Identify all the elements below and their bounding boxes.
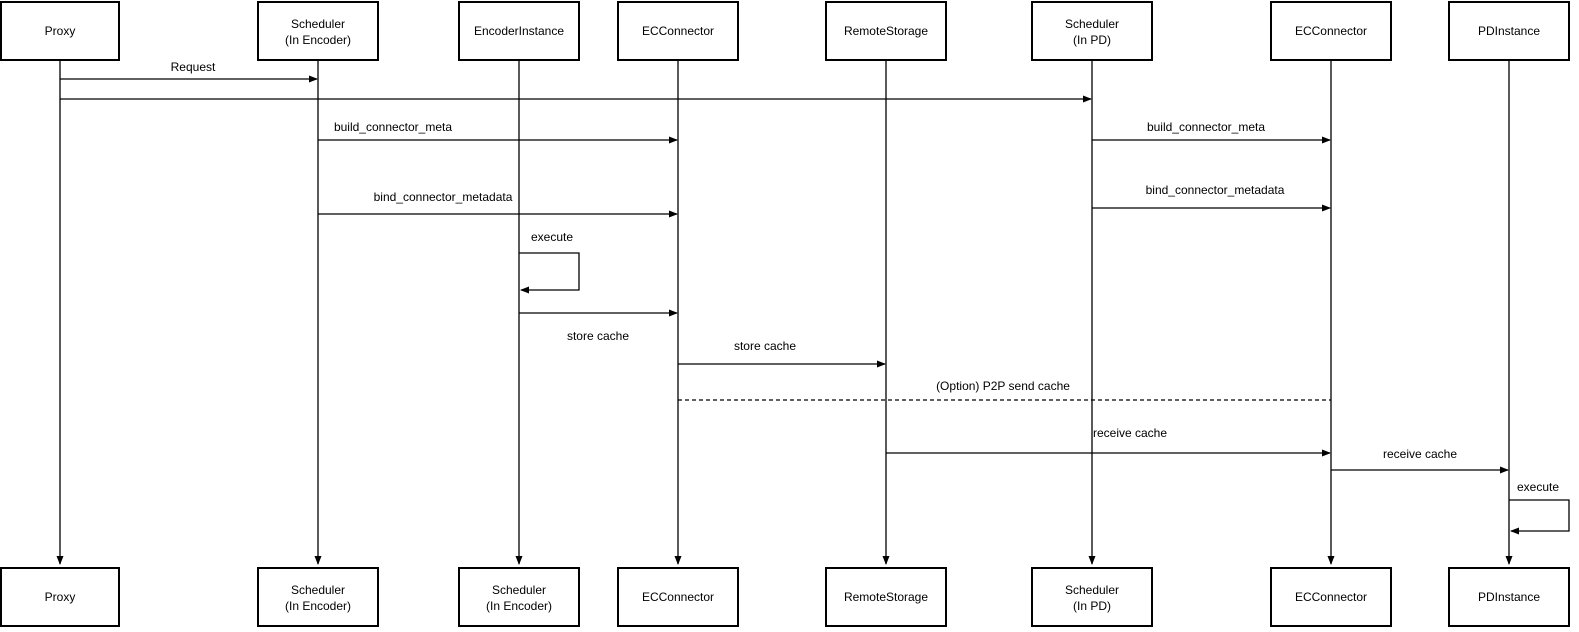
message-label: store cache	[567, 329, 629, 343]
message-label: build_connector_meta	[334, 120, 452, 134]
message-label: Request	[171, 60, 216, 74]
actor-label: RemoteStorage	[844, 24, 928, 38]
message-label: build_connector_meta	[1147, 120, 1265, 134]
actor-box	[458, 1, 580, 61]
actor-bottom-scheduler-pd: Scheduler (In PD)	[1031, 567, 1153, 627]
actors-top: Proxy Scheduler (In Encoder) EncoderInst…	[0, 1, 1570, 61]
message-label: bind_connector_metadata	[374, 190, 513, 204]
messages: Request build_connector_meta build_conne…	[60, 60, 1570, 535]
actor-top-encoder-instance: EncoderInstance	[458, 1, 580, 61]
message-p2p-send-cache: (Option) P2P send cache	[678, 379, 1331, 401]
actor-box	[0, 567, 120, 627]
actor-top-scheduler-encoder: Scheduler (In Encoder)	[257, 1, 379, 61]
actor-top-pd-instance: PDInstance	[1448, 1, 1570, 61]
message-request: Request	[60, 60, 318, 83]
message-execute-encoder-self-loop: execute	[519, 230, 580, 294]
actor-box	[257, 1, 379, 61]
actor-box	[1270, 567, 1392, 627]
message-store-cache-remote: store cache	[678, 339, 886, 368]
actor-top-ec-connector-pd: ECConnector	[1270, 1, 1392, 61]
actor-box	[257, 567, 379, 627]
actor-box	[1031, 567, 1153, 627]
actor-label-line2: (In PD)	[1073, 599, 1111, 613]
actor-label: ECConnector	[1295, 24, 1367, 38]
actor-label-line2: (In PD)	[1073, 33, 1111, 47]
lifelines	[56, 60, 1513, 565]
actor-label: ECConnector	[642, 590, 714, 604]
actor-label-line2: (In Encoder)	[285, 33, 351, 47]
self-loop-arrow	[1509, 499, 1570, 535]
actor-bottom-remote-storage: RemoteStorage	[825, 567, 947, 627]
actor-label-line1: Scheduler	[1065, 583, 1119, 597]
actor-label: PDInstance	[1478, 24, 1540, 38]
message-label: execute	[1517, 480, 1559, 494]
actor-box	[825, 1, 947, 61]
actor-label-line1: Scheduler	[291, 583, 345, 597]
actor-box	[1031, 1, 1153, 61]
message-label: store cache	[734, 339, 796, 353]
actor-label-line1: Scheduler	[492, 583, 546, 597]
message-receive-cache-pd: receive cache	[1331, 447, 1509, 474]
message-build-connector-meta-pd: build_connector_meta	[1092, 120, 1331, 144]
actor-box	[458, 567, 580, 627]
message-label: receive cache	[1383, 447, 1457, 461]
message-bind-connector-metadata-pd: bind_connector_metadata	[1092, 183, 1331, 212]
actor-top-proxy: Proxy	[0, 1, 120, 61]
actor-label: PDInstance	[1478, 590, 1540, 604]
actor-box	[825, 567, 947, 627]
message-bind-connector-metadata-encoder: bind_connector_metadata	[318, 190, 678, 218]
actor-bottom-pd-instance: PDInstance	[1448, 567, 1570, 627]
actor-label-line1: Scheduler	[1065, 17, 1119, 31]
actor-label: ECConnector	[1295, 590, 1367, 604]
actor-label-line1: Scheduler	[291, 17, 345, 31]
message-label: (Option) P2P send cache	[936, 379, 1070, 393]
actor-label: RemoteStorage	[844, 590, 928, 604]
message-label: execute	[531, 230, 573, 244]
message-execute-pd-self-loop: execute	[1509, 480, 1570, 535]
actor-label: Proxy	[45, 590, 76, 604]
actor-bottom-ec-connector: ECConnector	[617, 567, 739, 627]
message-receive-cache-remote: receive cache	[886, 426, 1331, 457]
actor-bottom-proxy: Proxy	[0, 567, 120, 627]
actors-bottom: Proxy Scheduler (In Encoder) Scheduler (…	[0, 567, 1570, 627]
actor-box	[1448, 1, 1570, 61]
actor-box	[0, 1, 120, 61]
actor-label: EncoderInstance	[474, 24, 564, 38]
actor-label-line2: (In Encoder)	[486, 599, 552, 613]
actor-box	[1448, 567, 1570, 627]
actor-top-remote-storage: RemoteStorage	[825, 1, 947, 61]
actor-box	[617, 1, 739, 61]
actor-label: Proxy	[45, 24, 76, 38]
actor-top-scheduler-pd: Scheduler (In PD)	[1031, 1, 1153, 61]
actor-box	[617, 567, 739, 627]
actor-bottom-ec-connector-pd: ECConnector	[1270, 567, 1392, 627]
actor-bottom-scheduler-encoder: Scheduler (In Encoder)	[257, 567, 379, 627]
actor-label: ECConnector	[642, 24, 714, 38]
self-loop-arrow	[519, 252, 580, 294]
actor-box	[1270, 1, 1392, 61]
actor-bottom-scheduler-encoder-2: Scheduler (In Encoder)	[458, 567, 580, 627]
actor-top-ec-connector: ECConnector	[617, 1, 739, 61]
message-label: receive cache	[1093, 426, 1167, 440]
message-label: bind_connector_metadata	[1146, 183, 1285, 197]
message-build-connector-meta-encoder: build_connector_meta	[318, 120, 678, 144]
actor-label-line2: (In Encoder)	[285, 599, 351, 613]
message-store-cache-encoder: store cache	[519, 309, 678, 343]
